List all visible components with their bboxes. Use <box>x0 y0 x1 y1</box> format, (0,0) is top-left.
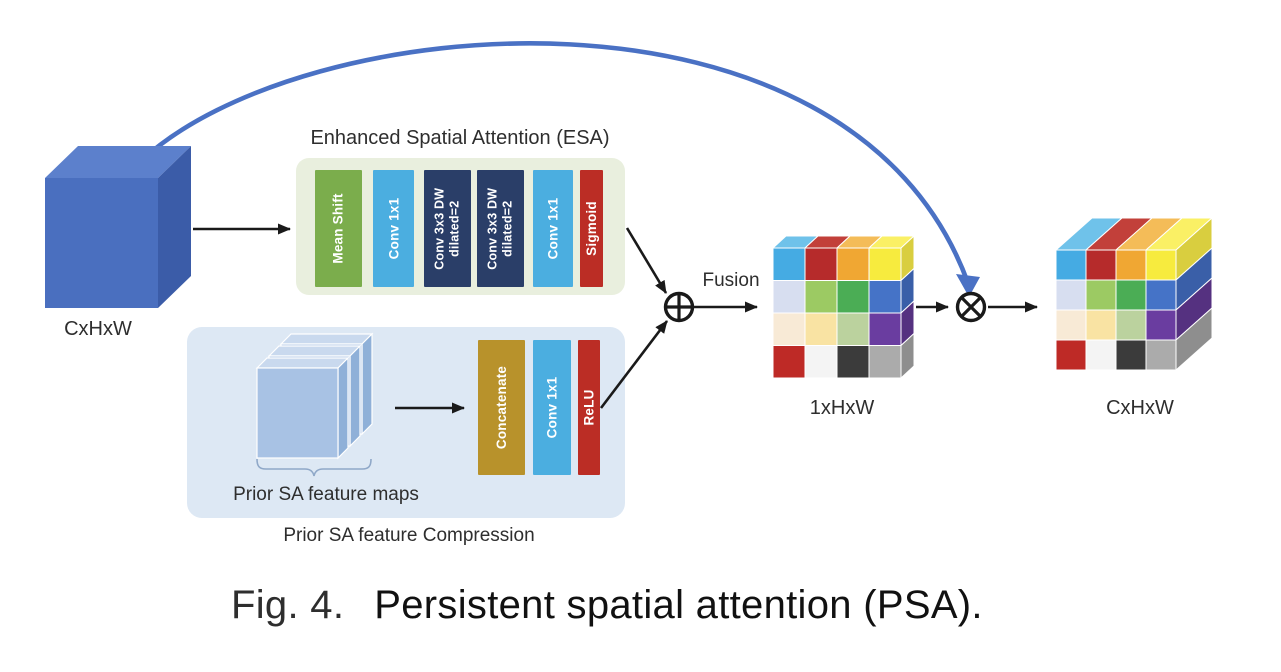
output-cube <box>1054 216 1214 372</box>
input-cube <box>45 146 191 308</box>
esa-layer-conv1x1-b: Conv 1x1 <box>533 170 573 287</box>
esa-layer-label-line2: dilated=2 <box>500 200 515 257</box>
esa-layer-label: Mean Shift <box>331 193 347 264</box>
esa-to-fusion-arrow <box>625 227 668 294</box>
fusion-label: Fusion <box>702 270 760 291</box>
output-cube-label: CxHxW <box>1106 397 1174 419</box>
input-cube-label: CxHxW <box>64 318 132 340</box>
esa-layer-label-line1: Conv 3x3 DW <box>432 187 447 270</box>
esa-layer-label: Conv 3x3 DW dilated=2 <box>433 187 463 269</box>
input-cube-side-face <box>158 146 191 308</box>
esa-title: Enhanced Spatial Attention (ESA) <box>310 127 610 149</box>
skip-connection-arrowhead-icon <box>956 274 980 297</box>
esa-layer-sigmoid: Sigmoid <box>580 170 603 287</box>
attention-map-cube <box>771 234 916 380</box>
elementwise-multiply-icon <box>955 291 987 323</box>
input-cube-front-face <box>45 178 158 308</box>
esa-layer-label: Conv 3x3 DW dilated=2 <box>486 187 516 269</box>
figure-caption-text: Persistent spatial attention (PSA). <box>374 583 983 627</box>
figure-caption: Fig. 4. Persistent spatial attention (PSA… <box>231 583 983 628</box>
esa-layer-conv1x1-a: Conv 1x1 <box>373 170 414 287</box>
prior-layer-label: Concatenate <box>494 365 510 450</box>
input-cube-top-face <box>45 146 191 178</box>
prior-layer-relu: ReLU <box>578 340 600 475</box>
attention-map-label: 1xHxW <box>809 397 875 419</box>
prior-block-caption: Prior SA feature Compression <box>283 525 535 546</box>
esa-layer-label: Conv 1x1 <box>545 197 561 260</box>
prior-layer-label: ReLU <box>581 389 597 426</box>
esa-layer-conv3x3-dw-b: Conv 3x3 DW dilated=2 <box>477 170 524 287</box>
esa-layer-mean-shift: Mean Shift <box>315 170 362 287</box>
esa-layer-label: Sigmoid <box>584 201 599 256</box>
figure-caption-number: Fig. 4. <box>231 583 345 627</box>
prior-layer-label: Conv 1x1 <box>544 376 560 439</box>
esa-layer-conv3x3-dw-a: Conv 3x3 DW dilated=2 <box>424 170 471 287</box>
esa-layer-label: Conv 1x1 <box>386 197 401 260</box>
prior-layer-conv1x1: Conv 1x1 <box>533 340 571 475</box>
esa-layer-label-line1: Conv 3x3 DW <box>485 187 500 270</box>
fusion-add-icon <box>663 291 695 323</box>
prior-layer-concatenate: Concatenate <box>478 340 525 475</box>
prior-maps-label: Prior SA feature maps <box>233 484 419 505</box>
esa-layer-label-line2: dilated=2 <box>447 200 462 257</box>
